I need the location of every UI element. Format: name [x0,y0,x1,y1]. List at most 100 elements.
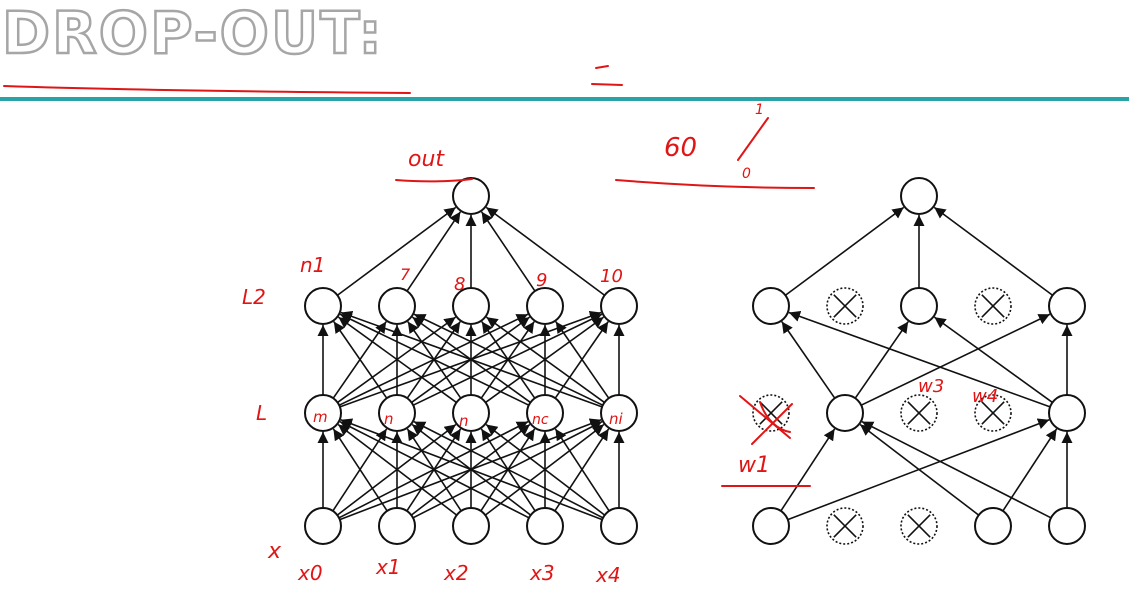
edge-arrow [413,420,604,519]
hidden1-node [378,394,416,432]
edge-arrow [336,206,457,296]
edge-arrow [788,311,1051,408]
dropped-node [826,507,864,545]
annotation-node-l1-4: ni [609,410,624,428]
annotation-w1: w1 [738,453,770,478]
drop-cross [981,401,1005,425]
out-underline [395,178,473,183]
stray-mark [591,83,623,86]
annotation-8: 8 [454,274,465,295]
input-node [1048,507,1086,545]
annotation-10: 10 [600,266,623,287]
annotation-x1: x1 [375,555,401,579]
annotation-x3: x3 [529,561,555,585]
edge-arrow [861,420,1052,519]
hidden1-node [526,394,564,432]
edge-arrow [485,206,606,296]
annotation-n1: n1 [300,253,325,277]
input-node [378,507,416,545]
edge-arrow [859,423,980,516]
ratio-slash [737,117,769,161]
full-network [304,177,638,545]
hidden1-node [452,394,490,432]
annotation-x2: x2 [443,561,469,585]
slide-title: DROP-OUT: [1,0,384,67]
input-node [752,507,790,545]
edge-arrow [337,316,457,404]
edge-arrow [555,321,610,399]
dropped-node [900,394,938,432]
annotation-9: 9 [536,270,547,291]
hidden2-node [452,287,490,325]
input-node [600,507,638,545]
edge-arrow [332,428,388,512]
edge-arrow [784,206,905,296]
annotation-layer2: L2 [242,285,266,309]
edge-arrow [1002,428,1058,512]
drop-cross [759,401,783,425]
dropout-network [752,177,1086,545]
drop-cross [907,401,931,425]
annotation-out: out [408,147,445,172]
annotation-ratio-super: 1 [755,102,764,118]
annotation-node-l1-1: n [384,410,394,428]
hidden1-node [304,394,342,432]
drop-cross [907,514,931,538]
annotation-layer1: L [256,401,267,425]
ratio-underline [615,179,815,189]
edge-arrow [781,321,836,399]
annotation-7: 7 [400,265,411,284]
edge-arrow [854,321,909,399]
edge-arrow [339,313,530,406]
edge-arrow [485,316,605,404]
stray-mark [595,65,609,69]
annotation-w4: w4 [972,386,998,407]
hidden1-node [1048,394,1086,432]
input-node [526,507,564,545]
hidden1-node [600,394,638,432]
title-rule [0,97,1129,101]
drop-strike [759,401,791,433]
dropped-node [752,394,790,432]
hidden2-node [526,287,564,325]
edge-arrow [413,313,604,406]
input-node [452,507,490,545]
annotation-node-l1-0: m [313,408,328,426]
dropped-node [826,287,864,325]
drop-strike [751,403,793,445]
edge-arrow [554,428,610,512]
drop-strike [739,395,791,439]
hidden2-node [600,287,638,325]
dropped-node [900,507,938,545]
annotation-ratio-bottom: 0 [742,166,751,182]
annotation-x0: x0 [297,561,323,585]
edge-arrow [480,211,536,292]
edge-arrow [337,423,458,516]
edge-arrow [485,423,606,516]
drop-cross [833,514,857,538]
edge-arrow [333,321,388,399]
drop-cross [833,294,857,318]
handwritten-annotations: out 60 1 0 n1 L2 L 7 8 9 10 m n n nc ni … [242,102,998,587]
annotation-input-mark: x [267,539,282,564]
edge-arrow [933,316,1053,404]
dropped-node [974,287,1012,325]
annotation-node-l1-2: n [459,412,469,430]
input-node [304,507,342,545]
edge-arrow [933,206,1054,296]
drop-cross [981,294,1005,318]
hidden2-node [1048,287,1086,325]
hidden2-node [378,287,416,325]
output-node [900,177,938,215]
hidden2-node [304,287,342,325]
output-node [452,177,490,215]
hidden1-node [826,394,864,432]
hidden2-node [900,287,938,325]
annotation-w3: w3 [918,376,944,397]
edge-arrow [780,428,836,512]
edge-arrow [339,420,530,519]
annotation-x4: x4 [595,563,621,587]
annotation-ratio-top: 60 [664,133,697,163]
edge-arrow [860,313,1051,406]
